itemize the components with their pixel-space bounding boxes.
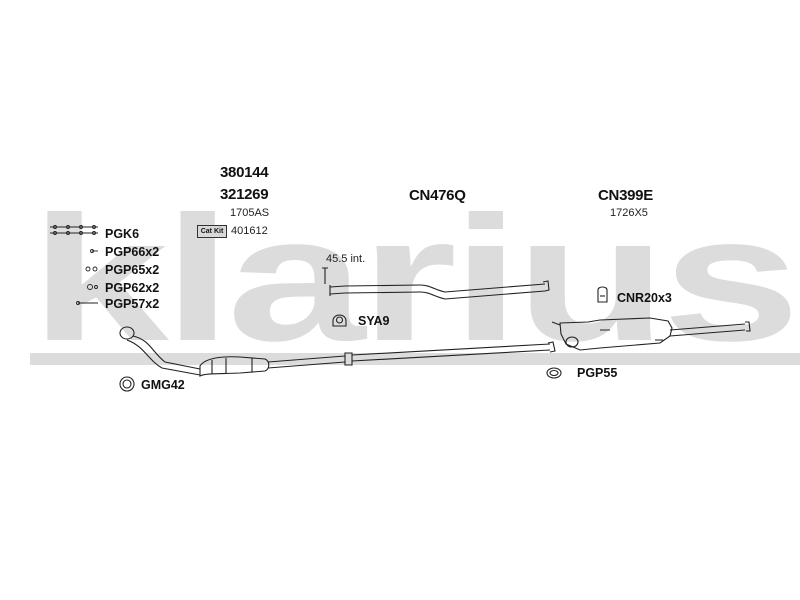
nut-icon xyxy=(85,266,98,272)
catalytic-part-number-1: 380144 xyxy=(220,164,269,181)
rear-silencer xyxy=(551,317,751,351)
cat-kit-badge: Cat Kit xyxy=(197,225,227,238)
bolt-set-icon xyxy=(50,225,98,235)
fitting-kit-label: PGP66x2 xyxy=(105,245,160,259)
klarius-watermark: klarius xyxy=(30,205,800,375)
washer-icon xyxy=(87,284,98,290)
pgp-clamp-label: PGP55 xyxy=(577,366,618,380)
cat-kit-number: 401612 xyxy=(231,225,268,237)
middle-pipe xyxy=(322,267,550,300)
cnr-mount-icon xyxy=(597,286,608,303)
sya-mount-icon xyxy=(332,314,347,327)
bolt-icon xyxy=(90,249,98,253)
sya-mount-label: SYA9 xyxy=(358,314,390,328)
fitting-kit-label: PGP62x2 xyxy=(105,281,160,295)
middle-pipe-dimension-note: 45.5 int. xyxy=(326,253,366,265)
rear-silencer-part-number: CN399E xyxy=(598,187,653,204)
pgp-clamp-icon xyxy=(546,367,562,379)
rear-silencer-sub-code: 1726X5 xyxy=(610,207,648,219)
catalytic-sub-code: 1705AS xyxy=(230,207,270,219)
middle-pipe-part-number: CN476Q xyxy=(409,187,466,204)
gasket-label: GMG42 xyxy=(141,378,185,392)
fitting-kit-label: PGP57x2 xyxy=(105,297,160,311)
gasket-icon xyxy=(119,376,135,392)
spring-icon xyxy=(76,301,98,305)
catalytic-converter-assembly xyxy=(119,326,556,377)
fitting-kit-label: PGP65x2 xyxy=(105,263,160,277)
fitting-kit-label: PGK6 xyxy=(105,227,140,241)
catalytic-part-number-2: 321269 xyxy=(220,186,269,203)
watermark-text: klarius xyxy=(30,205,795,375)
cnr-mount-label: CNR20x3 xyxy=(617,291,672,305)
